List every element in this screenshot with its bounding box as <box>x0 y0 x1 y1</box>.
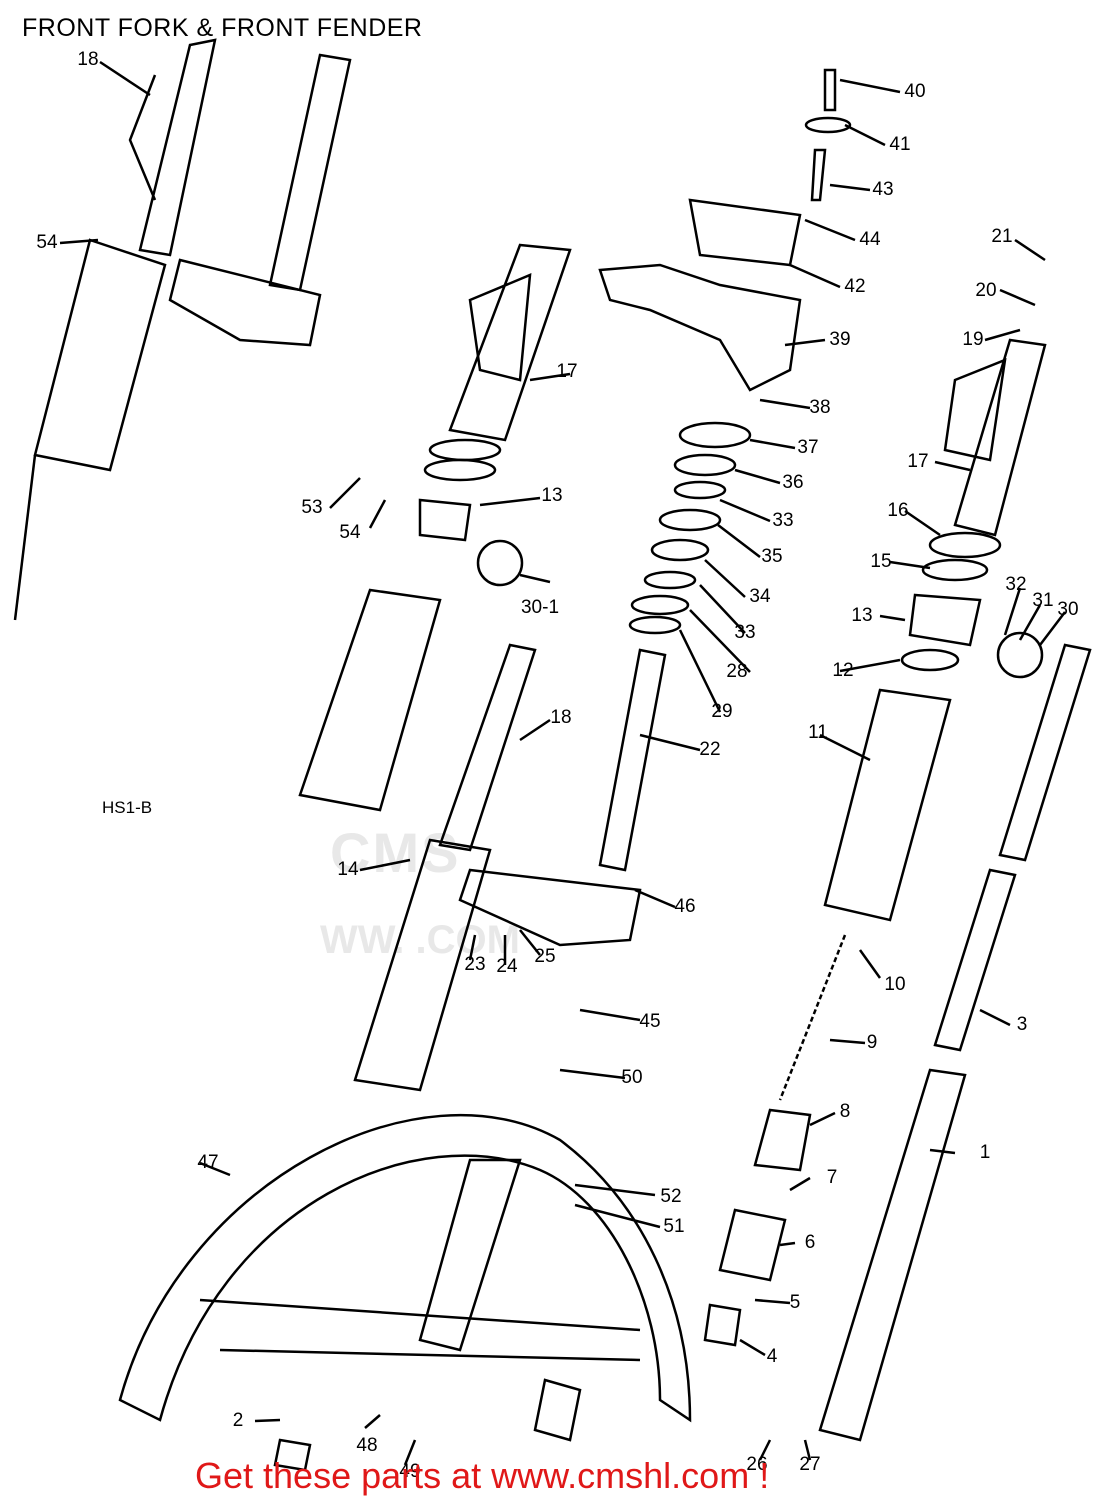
part-callout: 53 <box>301 497 323 518</box>
part-callout: 36 <box>782 472 804 493</box>
model-code: HS1-B <box>102 798 153 817</box>
part-callout: 15 <box>870 551 892 572</box>
part-callout: 41 <box>889 134 911 155</box>
part-callout: 27 <box>799 1454 821 1475</box>
part-callout: 22 <box>699 739 721 760</box>
part-callout: 33 <box>734 622 756 643</box>
watermark-url: WW. .COM <box>320 918 520 962</box>
part-callout: 40 <box>904 81 926 102</box>
part-callout: 13 <box>541 485 563 506</box>
part-callout: 49 <box>399 1461 421 1482</box>
part-callout: 45 <box>639 1011 661 1032</box>
part-callout: 30-1 <box>520 597 560 618</box>
part-callout: 35 <box>761 546 783 567</box>
part-callout: 5 <box>789 1292 801 1313</box>
part-callout: 18 <box>77 49 99 70</box>
part-callout: 14 <box>337 859 359 880</box>
part-callout: 23 <box>464 954 486 975</box>
part-callout: 4 <box>766 1346 778 1367</box>
part-callout: 30 <box>1057 599 1079 620</box>
part-callout: 17 <box>556 361 578 382</box>
part-callout: 8 <box>839 1101 851 1122</box>
part-callout: 16 <box>887 500 909 521</box>
part-callout: 13 <box>851 605 873 626</box>
part-callout: 38 <box>809 397 831 418</box>
part-callout: 47 <box>197 1152 219 1173</box>
part-callout: 18 <box>550 707 572 728</box>
part-callout: 39 <box>829 329 851 350</box>
part-callout: 37 <box>797 437 819 458</box>
part-callout: 6 <box>804 1232 816 1253</box>
part-callout: 46 <box>674 896 696 917</box>
part-callout: 33 <box>772 510 794 531</box>
part-callout: 26 <box>746 1454 768 1475</box>
part-callout: 31 <box>1032 590 1054 611</box>
part-callout: 9 <box>866 1032 878 1053</box>
page-title: FRONT FORK & FRONT FENDER <box>22 14 423 42</box>
part-callout: 52 <box>660 1186 682 1207</box>
part-callout: 34 <box>749 586 771 607</box>
part-callout: 43 <box>872 179 894 200</box>
watermark-cms: CMS <box>330 821 461 884</box>
part-callout: 2 <box>232 1410 244 1431</box>
part-callout: 10 <box>884 974 906 995</box>
part-callout: 7 <box>826 1167 838 1188</box>
part-callout: 24 <box>496 956 518 977</box>
part-callout: 51 <box>663 1216 685 1237</box>
part-callout: 44 <box>859 229 881 250</box>
part-callout: 20 <box>975 280 997 301</box>
part-callout: 1 <box>979 1142 991 1163</box>
part-callout: 12 <box>832 660 854 681</box>
part-callout: 3 <box>1016 1014 1028 1035</box>
part-callout: 32 <box>1005 574 1027 595</box>
part-callout: 21 <box>991 226 1013 247</box>
part-callout: 11 <box>808 722 828 743</box>
part-callout: 48 <box>356 1435 378 1456</box>
part-callout: 54 <box>339 522 361 543</box>
part-callout: 54 <box>36 232 58 253</box>
part-callout: 28 <box>726 661 748 682</box>
part-callout: 17 <box>907 451 929 472</box>
part-callout: 25 <box>534 946 556 967</box>
part-callout: 19 <box>962 329 984 350</box>
part-callout: 29 <box>711 701 733 722</box>
part-callout: 42 <box>844 276 866 297</box>
part-callout: 50 <box>621 1067 643 1088</box>
footer-link[interactable]: Get these parts at www.cmshl.com ! <box>195 1455 770 1496</box>
